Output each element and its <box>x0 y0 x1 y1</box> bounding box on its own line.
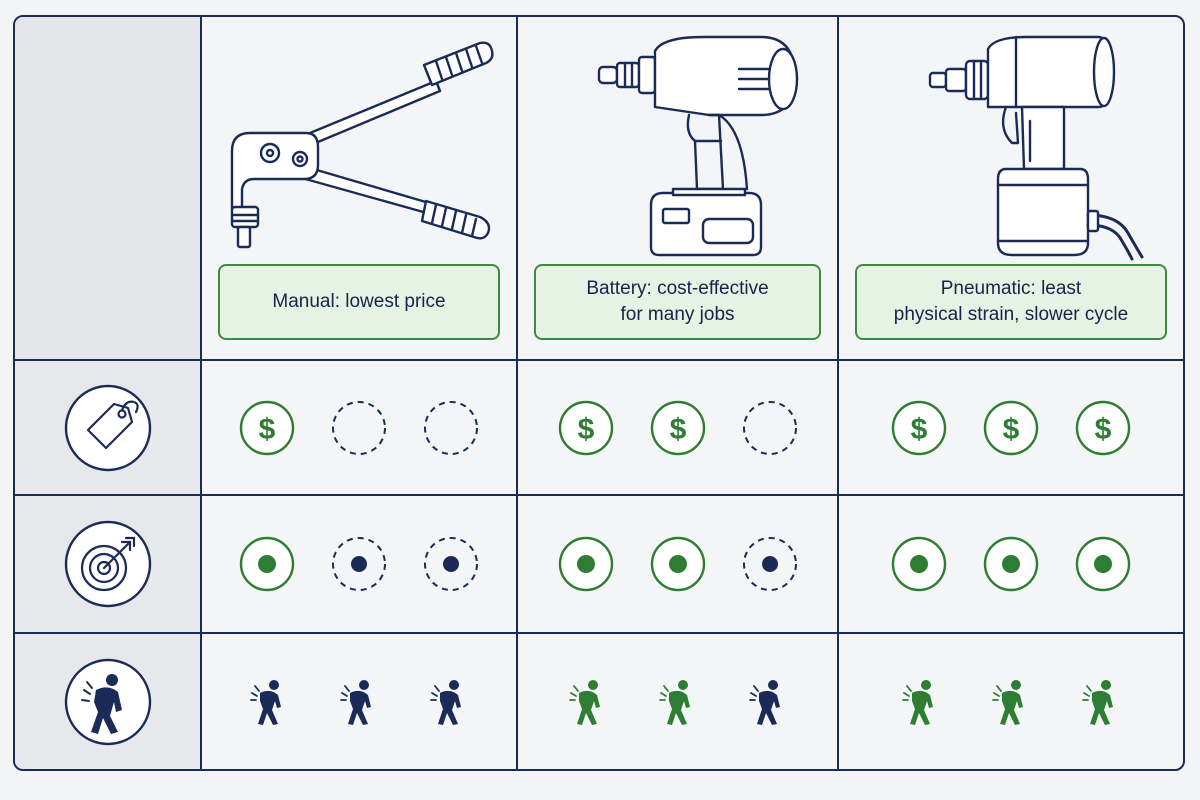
price-manual: $ <box>202 361 518 496</box>
battery-riveter-icon <box>597 35 798 257</box>
column-pneumatic: Pneumatic: least physical strain, slower… <box>839 17 1183 361</box>
target-dot-filled-icon <box>558 536 613 592</box>
back-strain-icon <box>64 658 151 745</box>
column-manual: Manual: lowest price <box>202 17 518 361</box>
strain-person-green-icon <box>1082 679 1113 725</box>
strain-pneumatic <box>839 634 1183 769</box>
hand-riveter-icon <box>230 41 494 249</box>
strain-person-green-icon <box>902 679 933 725</box>
strain-person-navy-icon <box>250 679 281 725</box>
dollar-filled-icon: $ <box>1075 400 1131 455</box>
svg-text:$: $ <box>1095 413 1112 446</box>
target-dot-filled-icon <box>1075 536 1131 592</box>
svg-text:$: $ <box>911 413 928 446</box>
dollar-filled-icon: $ <box>983 400 1039 455</box>
row-header-precision <box>15 496 202 634</box>
row-header-strain <box>15 634 202 769</box>
corner-cell <box>15 17 202 361</box>
strain-person-navy-icon <box>748 679 780 725</box>
target-dot-empty-icon <box>742 537 797 591</box>
pneumatic-riveter-icon <box>928 35 1144 261</box>
dollar-filled-icon: $ <box>650 400 705 455</box>
target-dot-filled-icon <box>891 536 947 592</box>
caption-pneumatic: Pneumatic: least physical strain, slower… <box>855 264 1167 340</box>
price-tag-icon <box>64 384 151 471</box>
target-dot-filled-icon <box>239 536 295 592</box>
strain-person-navy-icon <box>430 679 461 725</box>
dollar-filled-icon: $ <box>558 400 613 455</box>
strain-manual <box>202 634 518 769</box>
target-dot-filled-icon <box>650 536 705 592</box>
target-dot-empty-icon <box>332 537 386 591</box>
svg-text:$: $ <box>669 413 686 446</box>
caption-manual: Manual: lowest price <box>218 264 500 340</box>
svg-text:$: $ <box>577 413 594 446</box>
svg-text:$: $ <box>1003 413 1020 446</box>
dollar-filled-icon: $ <box>891 400 947 455</box>
svg-text:$: $ <box>259 413 276 446</box>
caption-battery: Battery: cost-effective for many jobs <box>534 264 821 340</box>
strain-battery <box>518 634 839 769</box>
strain-person-green-icon <box>568 679 600 725</box>
strain-person-green-icon <box>658 679 690 725</box>
comparison-table: Manual: lowest price <box>13 15 1185 771</box>
empty-rating-icon <box>742 400 797 455</box>
strain-person-green-icon <box>992 679 1023 725</box>
target-icon <box>64 520 151 608</box>
dollar-filled-icon: $ <box>239 400 295 455</box>
strain-person-navy-icon <box>340 679 371 725</box>
target-dot-filled-icon <box>983 536 1039 592</box>
precision-manual <box>202 496 518 634</box>
target-dot-empty-icon <box>424 537 478 591</box>
empty-rating-icon <box>424 400 478 455</box>
precision-battery <box>518 496 839 634</box>
row-header-price <box>15 361 202 496</box>
column-battery: Battery: cost-effective for many jobs <box>518 17 839 361</box>
price-battery: $$ <box>518 361 839 496</box>
empty-rating-icon <box>332 400 386 455</box>
precision-pneumatic <box>839 496 1183 634</box>
price-pneumatic: $ $ $ <box>839 361 1183 496</box>
